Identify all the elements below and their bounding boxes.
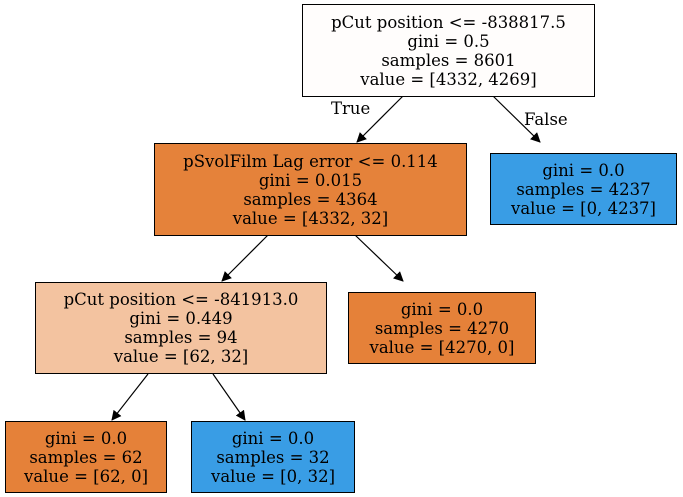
node-value: value = [62, 0] [24,466,148,486]
node-gini: gini = 0.0 [231,428,315,448]
edge-n3-to-n5 [111,373,149,421]
edge-root-to-n2 [492,95,541,143]
node-gini: gini = 0.0 [44,428,128,448]
edge-n1-to-n3 [221,234,269,282]
node-value: value = [4270, 0] [369,337,515,357]
node-samples: samples = 32 [216,447,330,467]
tree-node-root: pCut position <= -838817.5 gini = 0.5 sa… [302,4,595,97]
tree-leaf-4: gini = 0.0 samples = 4270 value = [4270,… [348,292,536,364]
node-samples: samples = 62 [29,447,143,467]
node-gini: gini = 0.5 [407,31,490,51]
node-value: value = [0, 4237] [511,198,656,218]
node-split-condition: pCut position <= -841913.0 [63,290,299,309]
node-split-condition: pSvolFilm Lag error <= 0.114 [183,151,438,171]
node-gini: gini = 0.0 [400,299,484,319]
node-samples: samples = 4237 [516,179,651,199]
tree-leaf-2: gini = 0.0 samples = 4237 value = [0, 42… [490,153,677,225]
node-value: value = [4332, 4269] [360,69,537,89]
edge-n3-to-n6 [212,373,246,421]
tree-node-3: pCut position <= -841913.0 gini = 0.449 … [35,282,327,374]
tree-leaf-6: gini = 0.0 samples = 32 value = [0, 32] [191,421,355,493]
node-samples: samples = 8601 [381,50,516,70]
node-value: value = [0, 32] [211,466,335,486]
tree-node-1: pSvolFilm Lag error <= 0.114 gini = 0.01… [154,143,467,236]
edge-n1-to-n4 [354,234,404,282]
tree-leaf-5: gini = 0.0 samples = 62 value = [62, 0] [5,421,167,493]
edge-root-to-n1 [356,95,404,143]
node-samples: samples = 4364 [243,189,378,209]
node-value: value = [62, 32] [113,347,249,366]
false-edge-label: False [524,110,568,129]
node-samples: samples = 94 [124,328,238,347]
node-value: value = [4332, 32] [232,208,389,228]
true-edge-label: True [331,99,371,118]
node-gini: gini = 0.0 [542,160,625,180]
node-samples: samples = 4270 [374,318,510,338]
node-gini: gini = 0.449 [129,309,233,328]
node-gini: gini = 0.015 [258,170,363,190]
node-split-condition: pCut position <= -838817.5 [331,12,566,32]
